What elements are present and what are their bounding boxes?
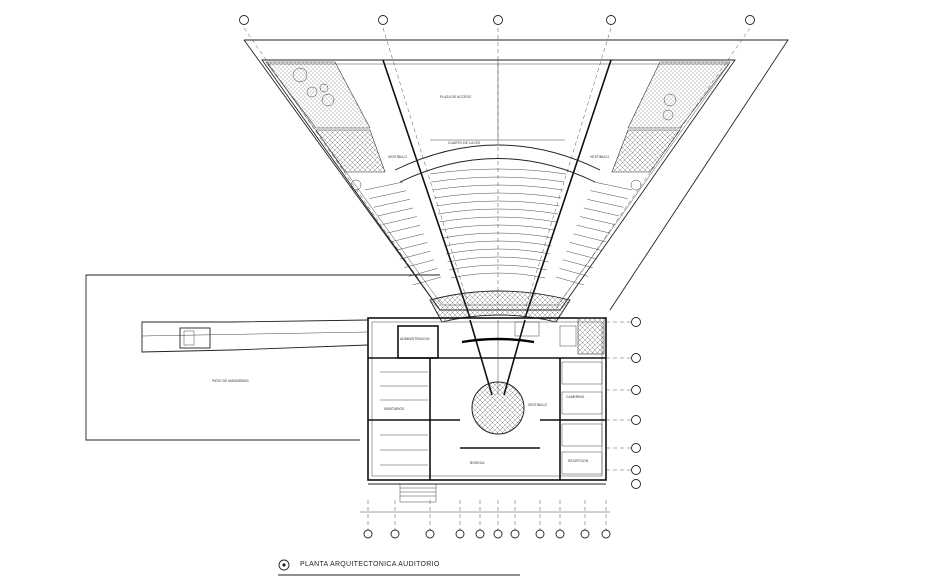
drawing-title-block: PLANTA ARQUITECTONICA AUDITORIO (278, 559, 520, 576)
label-lobby: CUARTO DE LUCES (448, 141, 481, 145)
right-grid-axes (606, 317, 641, 489)
grid-bubble (455, 529, 465, 539)
grid-bubble (580, 529, 590, 539)
grid-bubble (601, 529, 611, 539)
grid-bubble (631, 443, 641, 453)
grid-bubble (378, 15, 388, 25)
grid-bubble (555, 529, 565, 539)
grid-bubble (631, 415, 641, 425)
top-grid-axes (239, 15, 755, 311)
tree-icon (321, 93, 335, 107)
bottom-dimension (360, 500, 611, 539)
tree-icon (663, 93, 677, 107)
label-right-wing: VESTIBULO (590, 155, 609, 159)
grid-bubble (493, 529, 503, 539)
grid-bubble (493, 15, 503, 25)
grid-bubble (631, 465, 641, 475)
access-road (141, 319, 369, 353)
tree-icon (306, 86, 318, 98)
seating-left (364, 181, 442, 286)
label-left-wing: VESTIBULO (388, 155, 407, 159)
stage (429, 290, 571, 323)
label-room-a: ADMINISTRACION (400, 337, 430, 341)
label-room-c: VESTIBULO (528, 403, 547, 407)
label-room-d: CAMERINO (566, 395, 585, 399)
grid-bubble (239, 15, 249, 25)
label-room-e: BODEGA (470, 461, 485, 465)
grid-bubble (535, 529, 545, 539)
grid-bubble (510, 529, 520, 539)
grid-bubble (631, 353, 641, 363)
drawing-title: PLANTA ARQUITECTONICA AUDITORIO (300, 561, 440, 568)
grid-bubble (631, 479, 641, 489)
site-boundary (85, 39, 789, 441)
planter-right (627, 61, 731, 129)
grid-bubble (631, 385, 641, 395)
grid-bubble (745, 15, 755, 25)
tree-icon (292, 67, 308, 83)
label-room-b: SANITARIOS (384, 407, 405, 411)
auditorium-fan (261, 59, 736, 323)
tree-icon (319, 83, 329, 93)
service-building (367, 317, 607, 503)
grid-bubble (475, 529, 485, 539)
label-access-plaza: PLAZA DE ACCESO (440, 95, 472, 99)
truck-icon (179, 327, 211, 349)
tree-icon (630, 179, 642, 191)
seating-right (555, 181, 633, 286)
seating-center (429, 168, 567, 279)
grid-bubble (606, 15, 616, 25)
label-parking: PATIO DE MANIOBRAS (212, 379, 249, 383)
tree-icon (350, 179, 362, 191)
grid-bubble (425, 529, 435, 539)
label-room-f: RECEPCION (568, 459, 589, 463)
grid-bubble (363, 529, 373, 539)
tree-icon (662, 109, 674, 121)
grid-bubble (631, 317, 641, 327)
grid-bubble (390, 529, 400, 539)
planter-left (265, 61, 371, 129)
